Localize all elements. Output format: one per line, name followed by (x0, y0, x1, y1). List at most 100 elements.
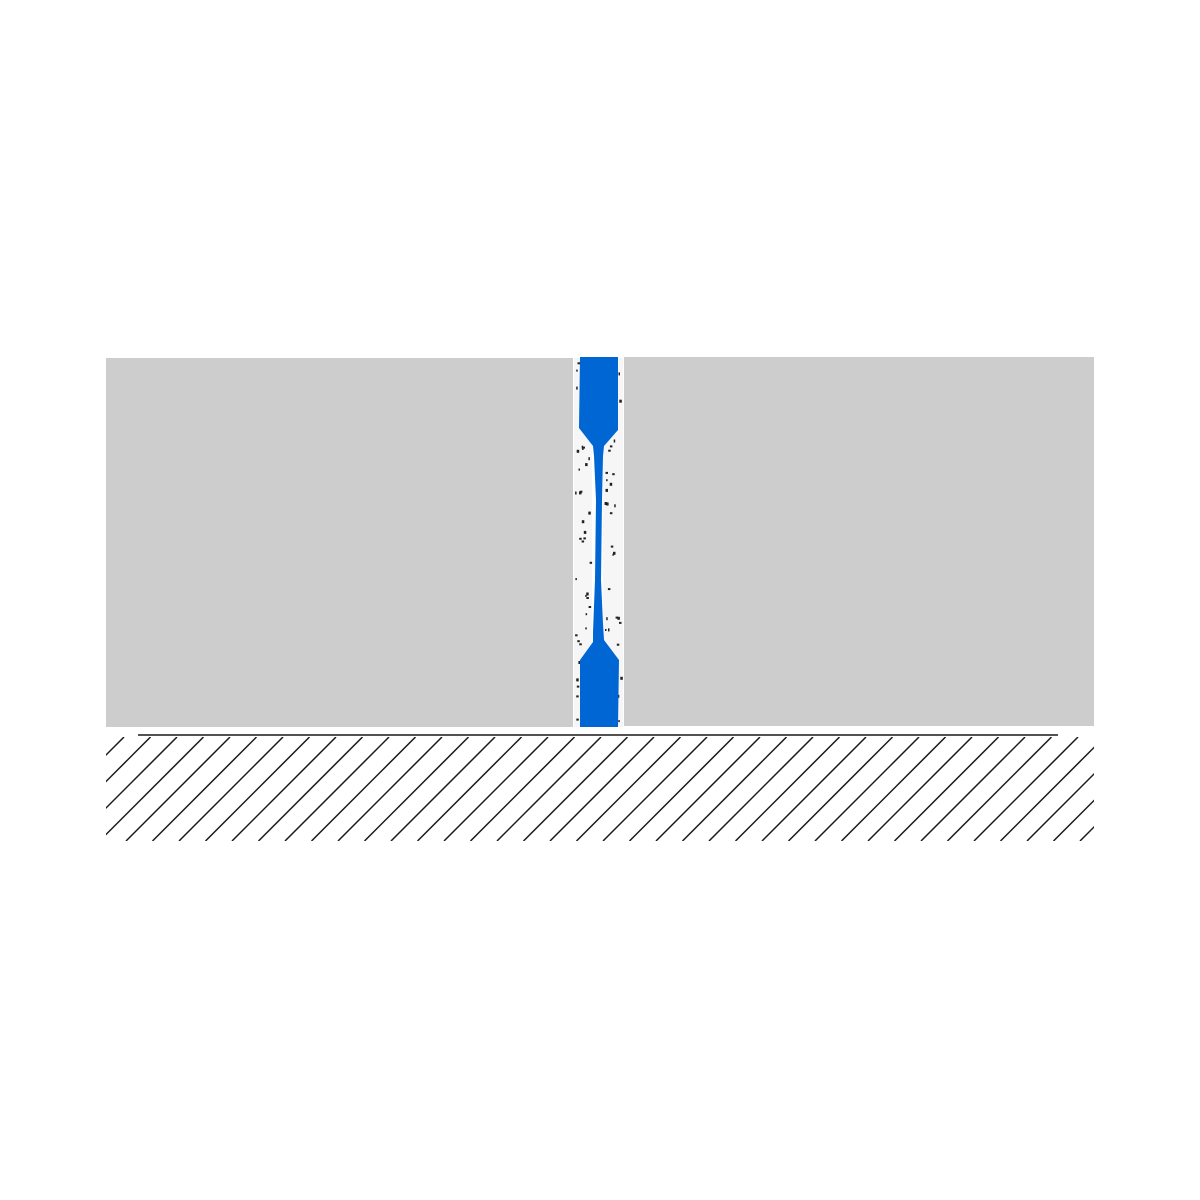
hatch-line (416, 737, 523, 841)
hatch-line (734, 737, 841, 841)
hatch-line (946, 737, 1053, 841)
sealant-speckle (579, 643, 582, 646)
right-panel (624, 357, 1094, 726)
sealant-speckle (585, 594, 587, 597)
hatch-line (681, 737, 788, 841)
hatch-line (390, 737, 496, 841)
hatch-line (106, 737, 125, 757)
hatch-line (920, 737, 1026, 841)
sealant-speckle (575, 578, 577, 581)
sealant-speckle (583, 530, 587, 534)
sealant-speckle (606, 617, 608, 621)
sealant-speckle (579, 537, 582, 540)
sealant-speckle (605, 488, 608, 492)
sealant-speckle (576, 685, 580, 688)
sealant-speckle (586, 592, 589, 596)
sealant-speckle (618, 372, 620, 376)
sealant-speckle (576, 718, 579, 721)
sealant-speckle (582, 447, 584, 450)
sealant-speckle (612, 473, 615, 476)
sealant-speckle (608, 628, 610, 632)
sealant-speckle (588, 511, 591, 515)
sealant-speckle (577, 640, 580, 643)
hatch-line (867, 737, 973, 841)
sealant-speckle (589, 561, 593, 564)
substrate-hatch (106, 737, 1094, 841)
sealant-speckle (576, 695, 579, 698)
hatch-line (443, 737, 549, 841)
hatch-line (178, 737, 284, 841)
hatch-line (602, 737, 708, 841)
sealant-speckle (618, 720, 620, 723)
sealant-speckle (609, 445, 613, 448)
sealant-speckle (585, 627, 587, 630)
sealant-speckle (585, 613, 588, 616)
sealant-speckle (586, 597, 589, 599)
sealant-speckle (607, 588, 611, 591)
sealant-speckle (617, 616, 620, 620)
hatch-line (840, 737, 947, 841)
left-panel (106, 358, 573, 727)
sealant-speckle (583, 537, 586, 540)
sealant-speckle (585, 463, 588, 467)
sealant-speckle (605, 471, 608, 474)
sealant-speckle (620, 676, 623, 680)
hatch-line (151, 737, 258, 841)
sealant-speckle (606, 479, 608, 482)
sealant-speckle (578, 468, 580, 471)
hatch-line (708, 737, 814, 841)
hatch-line (337, 737, 443, 841)
hatch-line (761, 737, 867, 841)
hatch-line (1052, 799, 1094, 841)
hatch-line (469, 737, 576, 841)
hatch-line (575, 737, 682, 841)
sealant-speckle (579, 491, 582, 495)
sealant-speckle (616, 643, 620, 646)
sealant-speckle (576, 386, 578, 390)
hatch-line (125, 737, 231, 841)
hatch-line (496, 737, 602, 841)
hatch-line (628, 737, 735, 841)
hatch-line (204, 737, 311, 841)
sealant-speckle (609, 512, 613, 515)
hatch-line (655, 737, 761, 841)
sealant-speckle (614, 504, 616, 508)
hatch-line (814, 737, 920, 841)
hatch-line (999, 746, 1094, 841)
sealant-speckle (575, 491, 577, 495)
sealant-speckle (619, 399, 622, 403)
sealant-speckle (576, 449, 580, 453)
sealant-speckle (615, 616, 619, 619)
sealant-speckle (605, 629, 607, 631)
sealant-speckle (581, 540, 585, 543)
sealant-speckle (610, 545, 614, 548)
hatch-line (231, 737, 337, 841)
sealant-speckle (575, 634, 578, 637)
hatch-line (106, 737, 152, 783)
sealant-speckle (604, 502, 608, 505)
hatch-line (522, 737, 629, 841)
hatch-line (787, 737, 894, 841)
hatch-line (257, 737, 364, 841)
hatch-line (549, 737, 655, 841)
sealant-speckle (606, 502, 609, 506)
sealant-speckle (588, 606, 592, 608)
hatch-line (310, 737, 417, 841)
sealant-speckle (588, 457, 590, 461)
sealant-speckle (619, 621, 622, 624)
sealant-speckle (576, 678, 579, 682)
hatch-line (284, 737, 390, 841)
hatch-line (973, 737, 1079, 841)
hatch-line (106, 737, 178, 810)
sealant-speckle (613, 551, 616, 555)
sealant-speckle (581, 520, 585, 524)
hatch-line (363, 737, 470, 841)
sealant-speckle (582, 446, 585, 449)
sealant-speckle (613, 439, 616, 443)
hatch-line (1026, 772, 1094, 841)
sealant-speckle (608, 449, 611, 452)
sealant-speckle (576, 369, 578, 372)
sealant-speckle (577, 362, 580, 365)
sealant-speckle (578, 661, 581, 664)
sealant-speckle (609, 482, 613, 486)
